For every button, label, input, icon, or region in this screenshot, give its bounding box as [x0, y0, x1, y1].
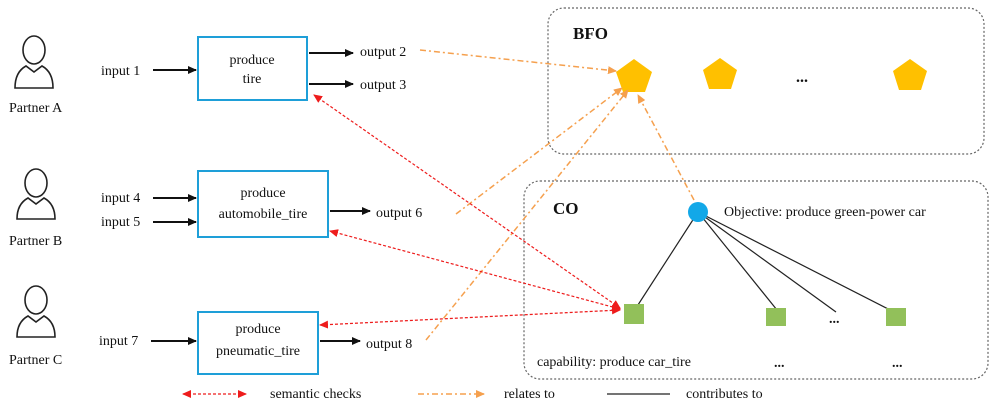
semantic-checks-arrows — [313, 94, 621, 329]
process-pneumatic-tire-box — [197, 311, 319, 375]
legend-relates-to-label: relates to — [504, 387, 555, 402]
relates-to-arrows — [419, 49, 695, 341]
input-4-label: input 4 — [101, 191, 140, 206]
bfo-ellipsis: ... — [796, 69, 808, 86]
bfo-pentagon-1 — [616, 59, 652, 92]
legend-semantic-checks-label: semantic checks — [270, 387, 361, 402]
co-objective: Objective: produce green-power car — [724, 205, 926, 220]
process-automobile-tire-box — [197, 170, 329, 238]
objective-circle — [688, 202, 708, 222]
co-ellipsis-bottom-1: ... — [774, 356, 785, 371]
bfo-panel — [547, 7, 985, 155]
co-panel — [523, 180, 989, 380]
partner-b-icon — [16, 168, 56, 220]
input-5-label: input 5 — [101, 215, 140, 230]
output-2-label: output 2 — [360, 45, 406, 60]
output-6-label: output 6 — [376, 206, 422, 221]
input-7-label: input 7 — [99, 334, 138, 349]
co-capability: capability: produce car_tire — [537, 355, 691, 370]
process-pneumatic-tire-line1: produce — [235, 322, 280, 337]
process-tire-line1: produce — [229, 53, 274, 68]
legend: semantic checks relates to contributes t… — [182, 387, 763, 402]
partner-b-label: Partner B — [9, 234, 62, 249]
output-3-label: output 3 — [360, 78, 406, 93]
output-8-label: output 8 — [366, 337, 412, 352]
capability-square-1 — [624, 304, 644, 324]
capability-square-2 — [766, 308, 786, 326]
co-ellipsis-bottom-2: ... — [892, 356, 903, 371]
partner-c-label: Partner C — [9, 353, 62, 368]
partner-a-icon — [14, 35, 54, 89]
partner-a-label: Partner A — [9, 101, 63, 116]
process-tire-box — [197, 36, 308, 101]
bfo-pentagon-3 — [893, 59, 927, 90]
partner-c-icon — [16, 285, 56, 338]
process-automobile-tire-line1: produce — [240, 186, 285, 201]
capability-square-3 — [886, 308, 906, 326]
legend-contributes-to-label: contributes to — [686, 387, 763, 402]
contributes-to-lines — [635, 211, 897, 314]
co-title: CO — [553, 199, 579, 218]
co-ellipsis-mid: ... — [829, 312, 840, 327]
input-1-label: input 1 — [101, 64, 140, 79]
bfo-title: BFO — [573, 24, 608, 43]
process-tire-line2: tire — [243, 72, 262, 87]
bfo-pentagon-2 — [703, 58, 737, 89]
process-automobile-tire-line2: automobile_tire — [219, 207, 308, 222]
process-pneumatic-tire-line2: pneumatic_tire — [216, 344, 300, 359]
